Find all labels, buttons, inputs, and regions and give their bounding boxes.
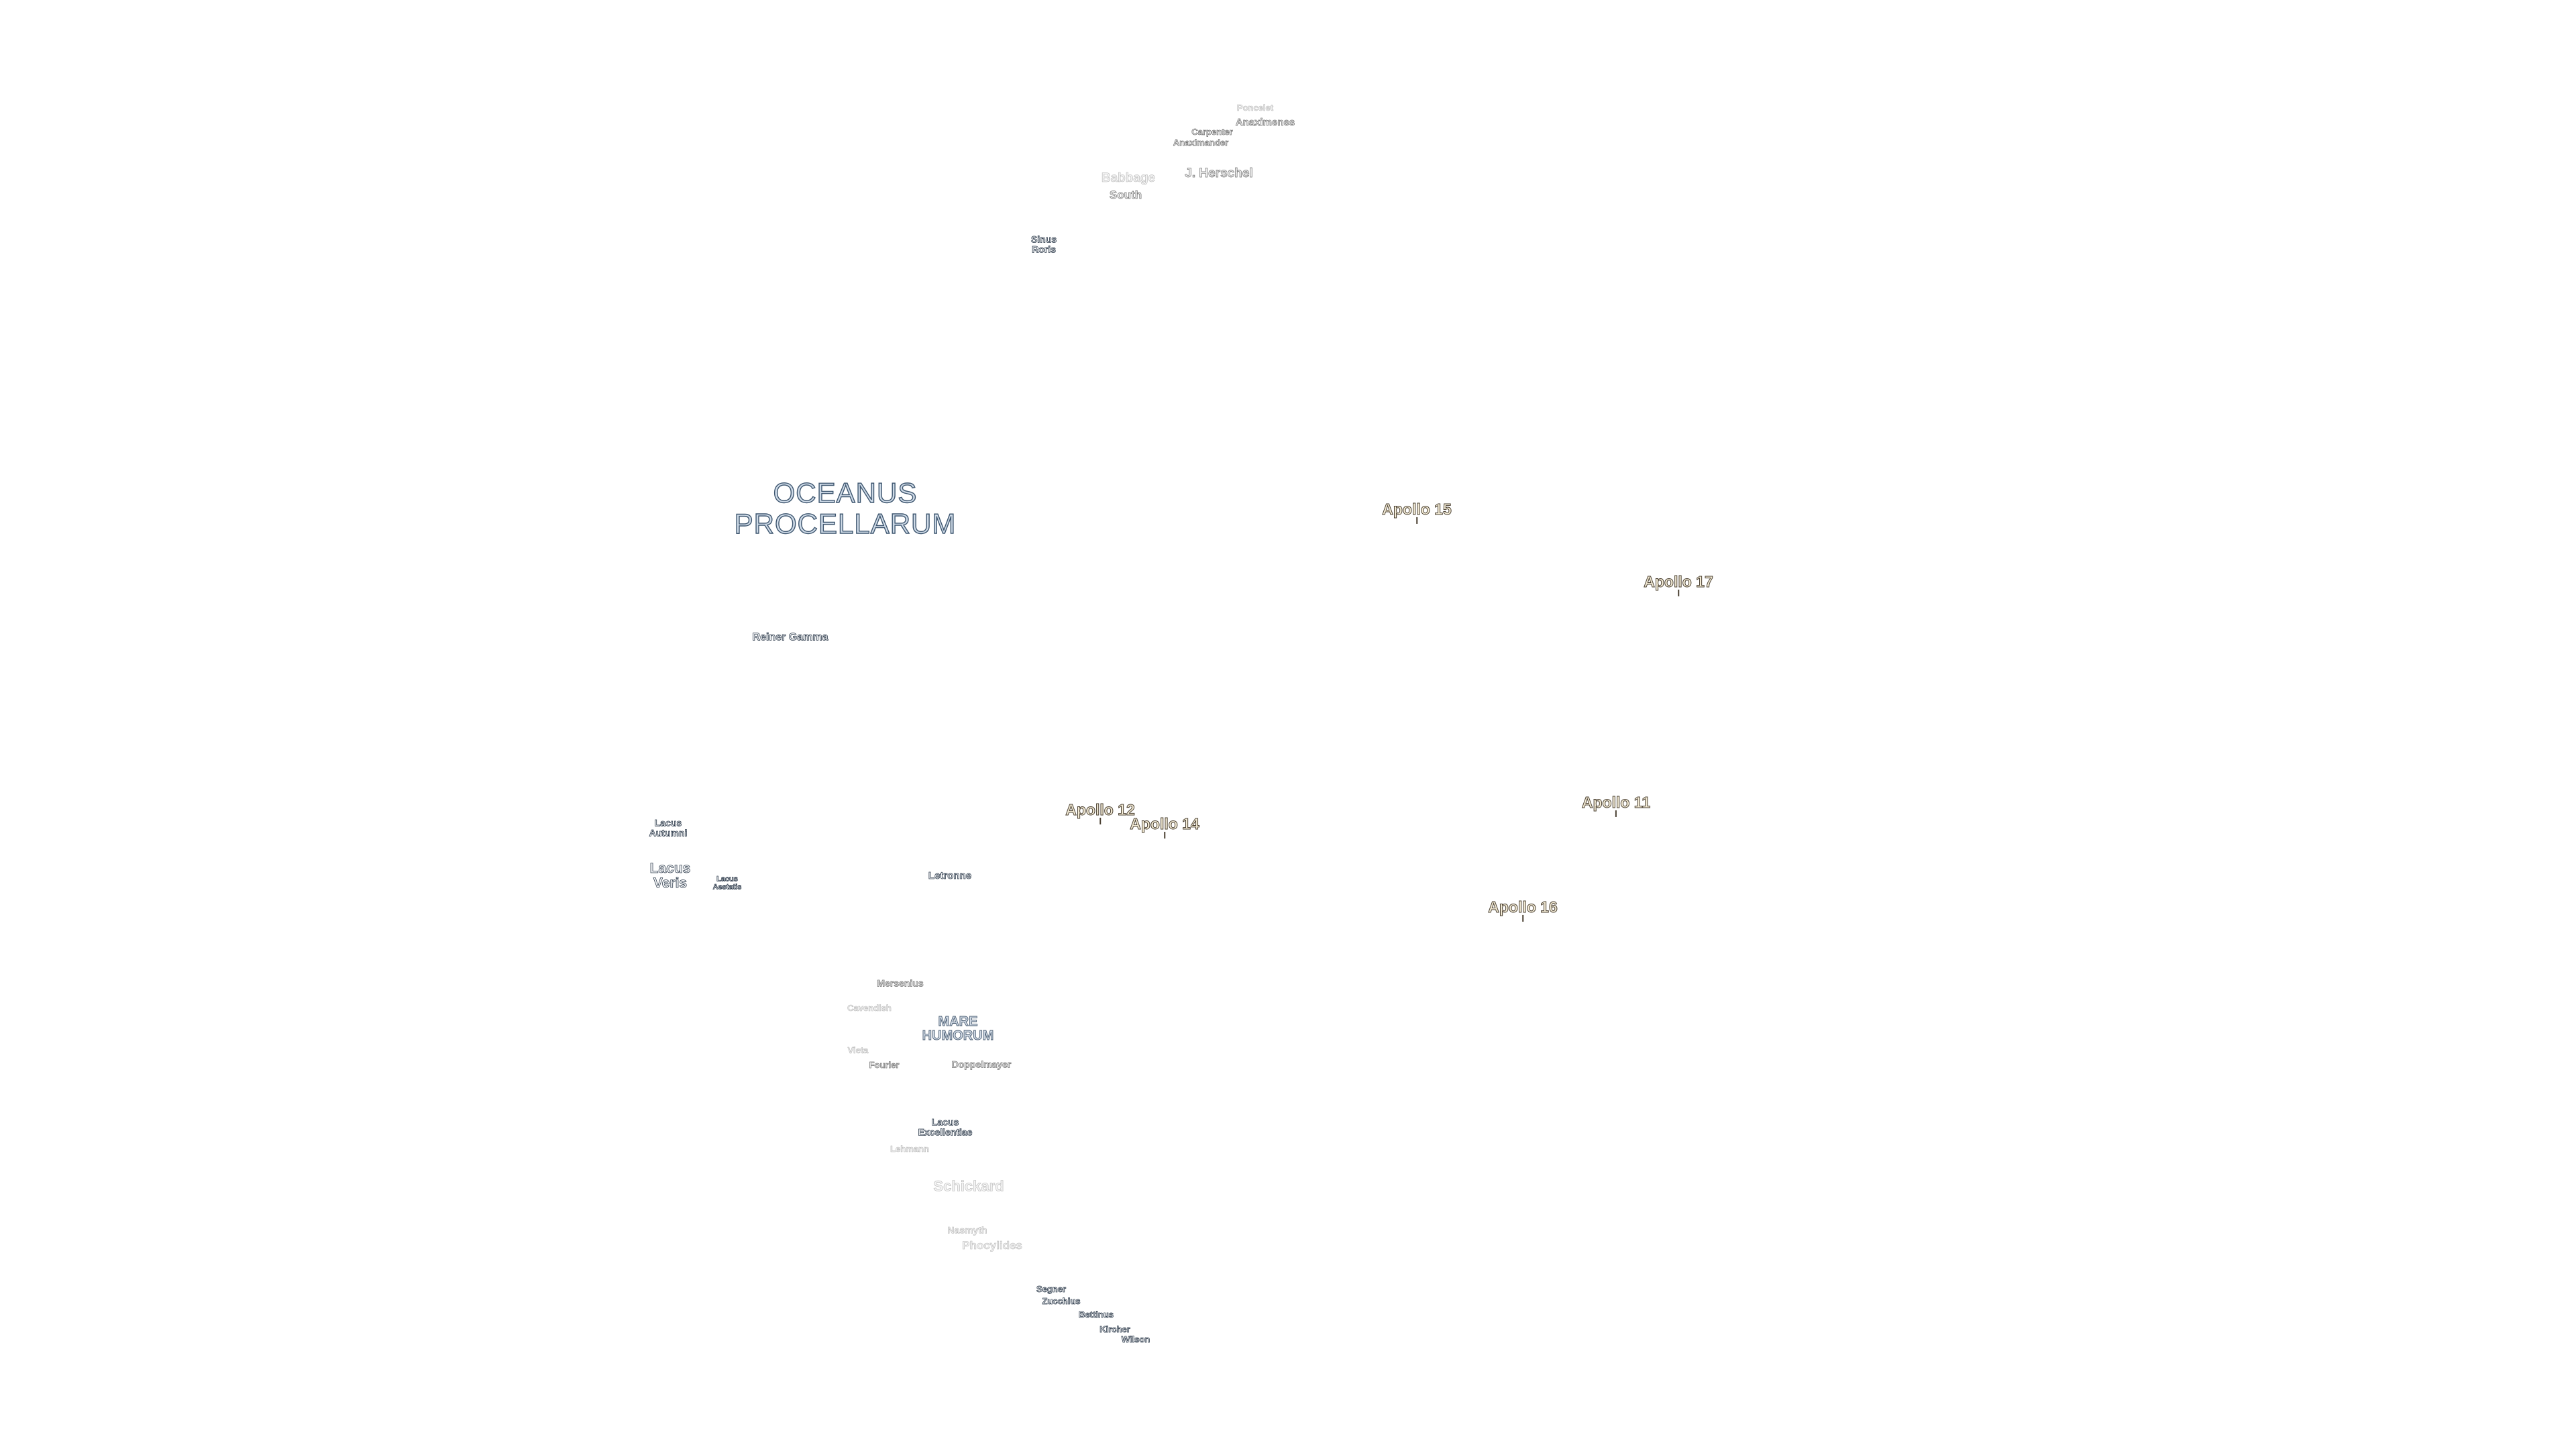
label-j-herschel: J. Herschel xyxy=(1185,166,1253,181)
label-lacus-autumni: Lacus Autumni xyxy=(649,817,688,838)
label-lacus-aestatis: Lacus Aestatis xyxy=(712,875,742,891)
label-wilson: Wilson xyxy=(1121,1334,1150,1345)
label-poncelet: Poncelet xyxy=(1236,103,1274,113)
label-cavendish: Cavendish xyxy=(847,1003,892,1014)
label-lacus-excellentiae: Lacus Excellentiae xyxy=(918,1116,973,1137)
label-anaximenes: Anaximenes xyxy=(1235,117,1295,129)
label-vieta: Vieta xyxy=(847,1045,869,1056)
apollo-17-pin xyxy=(1677,590,1679,597)
label-mersenius: Mersenius xyxy=(877,977,924,989)
label-lacus-veris: Lacus Veris xyxy=(649,860,691,891)
apollo-16-marker[interactable]: Apollo 16 xyxy=(1488,898,1558,922)
label-doppelmayer: Doppelmayer xyxy=(951,1059,1012,1070)
apollo-17-marker[interactable]: Apollo 17 xyxy=(1644,573,1713,597)
apollo-14-marker[interactable]: Apollo 14 xyxy=(1130,815,1199,839)
label-letronne: Letronne xyxy=(928,870,972,882)
apollo-14-pin xyxy=(1163,832,1165,839)
apollo-12-marker[interactable]: Apollo 12 xyxy=(1065,801,1135,825)
apollo-11-marker[interactable]: Apollo 11 xyxy=(1581,794,1651,818)
apollo-11-pin xyxy=(1615,810,1617,818)
label-bettinus: Bettinus xyxy=(1079,1309,1114,1320)
label-fourier: Fourier xyxy=(869,1060,900,1071)
label-mare-humorum: MARE HUMORUM xyxy=(922,1014,994,1043)
label-sinus-roris: Sinus Roris xyxy=(1030,233,1057,254)
label-south: South xyxy=(1109,189,1142,202)
apollo-12-pin xyxy=(1099,818,1101,825)
label-zucchius: Zucchius xyxy=(1042,1296,1081,1307)
label-carpenter: Carpenter xyxy=(1191,127,1233,138)
label-babbage: Babbage xyxy=(1101,171,1156,186)
label-kircher: Kircher xyxy=(1099,1324,1130,1335)
label-segner: Segner xyxy=(1036,1284,1067,1295)
apollo-15-marker[interactable]: Apollo 15 xyxy=(1382,500,1452,525)
label-oceanus-procellarum: OCEANUS PROCELLARUM xyxy=(734,476,957,539)
label-anaximander: Anaximander xyxy=(1173,138,1229,148)
label-nasmyth: Nasmyth xyxy=(947,1224,987,1236)
apollo-15-pin xyxy=(1415,517,1417,525)
label-schickard: Schickard xyxy=(933,1177,1004,1195)
apollo-16-pin xyxy=(1521,915,1523,922)
label-lehmann: Lehmann xyxy=(890,1144,929,1155)
label-phocylides: Phocylides xyxy=(962,1239,1022,1252)
label-reiner-gamma: Reiner Gamma xyxy=(752,631,828,643)
